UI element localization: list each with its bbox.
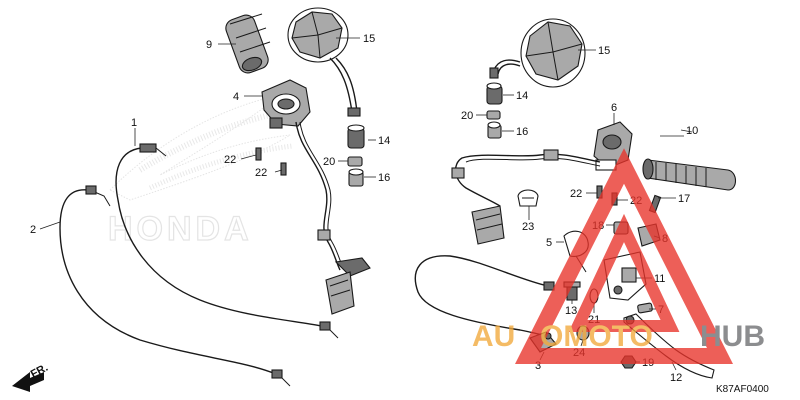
watermark-triangle-inner <box>568 213 680 332</box>
callout-20-left: 20 <box>323 156 335 168</box>
left-switch-connector <box>325 271 355 315</box>
watermark-text-right: HUB <box>700 320 765 353</box>
callout-6: 6 <box>611 102 617 114</box>
callout-13: 13 <box>565 305 577 317</box>
part-16-right-nut <box>487 121 502 139</box>
honda-wing-logo <box>109 94 293 201</box>
watermark-text-middle: OMOTO <box>540 320 653 353</box>
honda-watermark: HONDA <box>107 94 293 249</box>
watermark-text-left: AU <box>472 320 515 353</box>
callout-11: 11 <box>654 273 665 285</box>
callout-12: 12 <box>670 372 682 384</box>
callout-14-right: 14 <box>516 90 528 102</box>
part-14-left-cap <box>347 124 365 149</box>
callout-10: 10 <box>686 125 698 137</box>
callout-20-right: 20 <box>461 110 473 122</box>
callout-15-left: 15 <box>363 33 375 45</box>
part-22-left-screw-b <box>280 162 287 176</box>
callout-22-left-a: 22 <box>224 154 236 166</box>
part-22-left-screw-a <box>255 147 262 161</box>
callout-22-right-a: 22 <box>570 188 582 200</box>
automotohub-watermark: AU OMOTO HUB <box>472 148 765 364</box>
callout-3: 3 <box>535 360 541 372</box>
callout-23: 23 <box>522 221 534 233</box>
part-16-left-nut <box>348 168 364 187</box>
watermark-triangle-outer <box>514 148 734 364</box>
left-switch-harness <box>295 121 371 277</box>
callout-16-left: 16 <box>378 172 390 184</box>
callout-15-right: 15 <box>598 45 610 57</box>
part-20-right-nut <box>486 110 501 120</box>
front-direction-indicator: FR. <box>12 362 50 392</box>
part-23-clamp <box>517 189 539 207</box>
part-15-right-mirror <box>489 18 586 88</box>
part-7-pin <box>637 302 653 314</box>
diagram-code: K87AF0400 <box>716 384 769 395</box>
part-20-left-nut <box>347 156 363 167</box>
part-4-left-switch <box>261 79 311 129</box>
right-switch-harness <box>451 149 601 207</box>
part-2-cable <box>59 185 291 387</box>
part-10-throttle-grip <box>642 158 737 191</box>
front-direction-label: FR. <box>29 362 50 381</box>
callout-5: 5 <box>546 237 552 249</box>
honda-wordmark: HONDA <box>108 210 253 248</box>
part-1-cable <box>115 143 339 339</box>
callout-9: 9 <box>206 39 212 51</box>
part-15-left-mirror <box>287 7 361 117</box>
callout-17: 17 <box>678 193 690 205</box>
part-14-right-cap <box>486 82 503 105</box>
callout-2: 2 <box>30 224 36 236</box>
right-switch-connector <box>471 205 505 245</box>
callout-1: 1 <box>131 117 137 129</box>
callout-16-right: 16 <box>516 126 528 138</box>
part-9-left-grip <box>225 13 271 74</box>
callout-22-left-b: 22 <box>255 167 267 179</box>
callout-4: 4 <box>233 91 239 103</box>
callout-14-left: 14 <box>378 135 390 147</box>
